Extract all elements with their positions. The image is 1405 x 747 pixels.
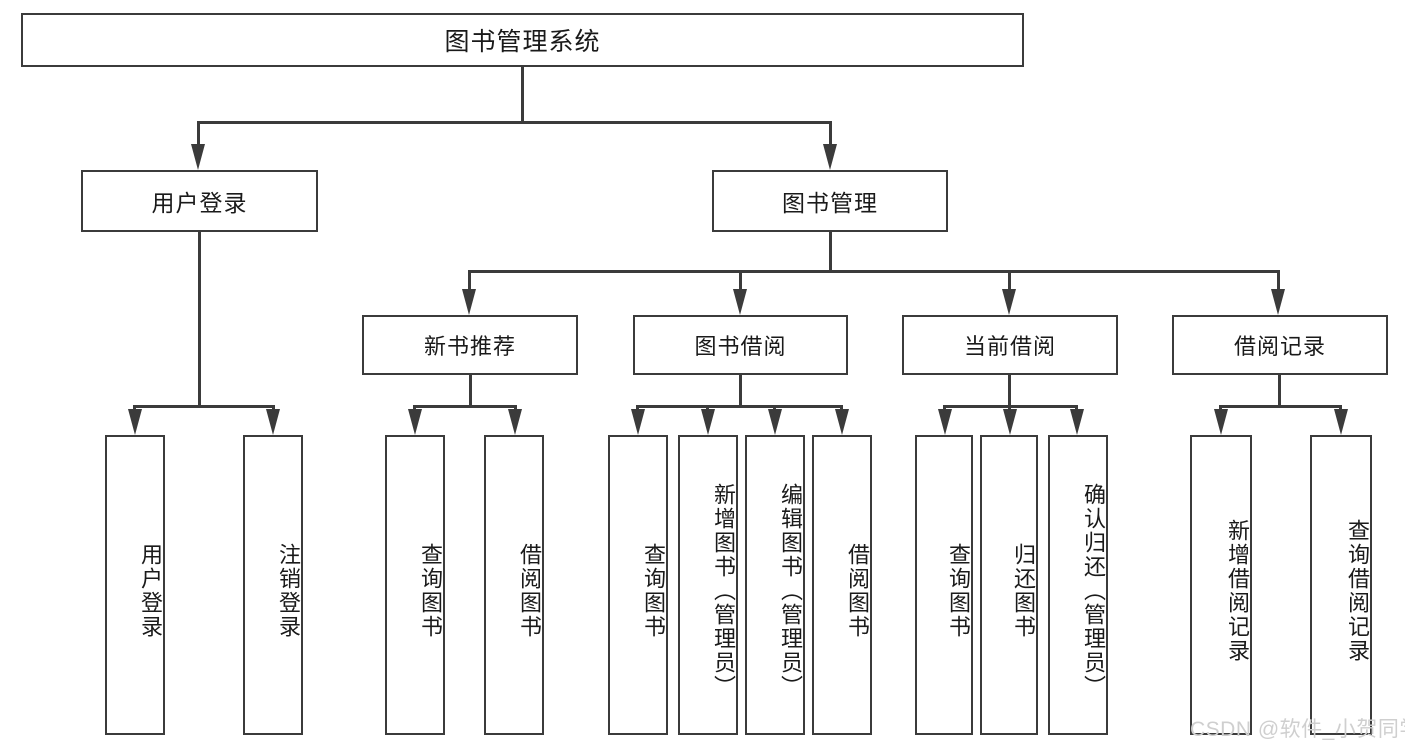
arrow-root-to-book-management bbox=[823, 144, 837, 170]
connector-to-current-borrow bbox=[1008, 270, 1011, 289]
leaf-query-book-current[interactable]: 查询图书 bbox=[915, 435, 973, 735]
connector-to-new-book-recommend bbox=[468, 270, 471, 289]
leaf-add-book-admin[interactable]: 新增图书（管理员） bbox=[678, 435, 738, 735]
arrow-to-leaf-logout bbox=[266, 409, 280, 435]
arrow-to-book-borrow bbox=[733, 289, 747, 315]
connector-root-to-user-login bbox=[197, 121, 200, 144]
connector-user-login-stem bbox=[198, 232, 201, 405]
node-new-book-recommend[interactable]: 新书推荐 bbox=[362, 315, 578, 375]
node-label: 借阅记录 bbox=[1233, 334, 1326, 359]
leaf-edit-book-admin[interactable]: 编辑图书（管理员） bbox=[745, 435, 805, 735]
node-label: 借阅图书 bbox=[845, 543, 870, 639]
connector-bb-branch-4 bbox=[840, 405, 843, 410]
arrow-root-to-user-login bbox=[191, 144, 205, 170]
connector-book-borrow-stem bbox=[739, 375, 742, 405]
connector-user-login-branch-2 bbox=[272, 405, 275, 410]
arrow-to-current-borrow bbox=[1002, 289, 1016, 315]
node-label: 注销登录 bbox=[276, 543, 301, 639]
node-label: 归还图书 bbox=[1011, 543, 1036, 639]
node-current-borrow[interactable]: 当前借阅 bbox=[902, 315, 1118, 375]
node-label: 查询图书 bbox=[946, 543, 971, 639]
leaf-query-book-borrow[interactable]: 查询图书 bbox=[608, 435, 668, 735]
connector-root-to-book-management bbox=[829, 121, 832, 144]
leaf-logout[interactable]: 注销登录 bbox=[243, 435, 303, 735]
connector-borrow-record-bus bbox=[1219, 405, 1342, 408]
node-label: 用户登录 bbox=[151, 190, 248, 216]
connector-bb-branch-3 bbox=[773, 405, 776, 410]
connector-cb-branch-2 bbox=[1008, 405, 1011, 410]
node-label: 当前借阅 bbox=[963, 334, 1056, 359]
connector-cb-branch-3 bbox=[1075, 405, 1078, 410]
node-label: 新增图书（管理员） bbox=[711, 483, 736, 699]
connector-bb-branch-1 bbox=[636, 405, 639, 410]
arrow-to-leaf-query-book-2 bbox=[631, 409, 645, 435]
connector-root-bus bbox=[197, 121, 831, 124]
node-label: 图书管理 bbox=[782, 190, 878, 216]
arrow-to-leaf-return-book bbox=[1003, 409, 1017, 435]
connector-user-login-bus bbox=[133, 405, 275, 408]
connector-bb-branch-2 bbox=[706, 405, 709, 410]
connector-new-book-recommend-stem bbox=[469, 375, 472, 405]
node-label: 用户登录 bbox=[138, 543, 163, 639]
arrow-to-leaf-borrow-book-1 bbox=[508, 409, 522, 435]
arrow-to-leaf-edit-book bbox=[768, 409, 782, 435]
node-label: 查询借阅记录 bbox=[1345, 519, 1370, 663]
leaf-add-borrow-record[interactable]: 新增借阅记录 bbox=[1190, 435, 1252, 735]
arrow-to-leaf-query-book-3 bbox=[938, 409, 952, 435]
connector-book-management-stem bbox=[829, 232, 832, 270]
arrow-to-new-book-recommend bbox=[462, 289, 476, 315]
node-label: 查询图书 bbox=[641, 543, 666, 639]
leaf-borrow-book[interactable]: 借阅图书 bbox=[812, 435, 872, 735]
connector-new-book-recommend-bus bbox=[413, 405, 517, 408]
node-label: 查询图书 bbox=[418, 543, 443, 639]
node-user-login[interactable]: 用户登录 bbox=[81, 170, 318, 232]
arrow-to-leaf-query-borrow-record bbox=[1334, 409, 1348, 435]
connector-book-borrow-bus bbox=[636, 405, 843, 408]
leaf-query-book-recommend[interactable]: 查询图书 bbox=[385, 435, 445, 735]
node-book-management[interactable]: 图书管理 bbox=[712, 170, 948, 232]
leaf-query-borrow-record[interactable]: 查询借阅记录 bbox=[1310, 435, 1372, 735]
node-label: 图书借阅 bbox=[694, 334, 787, 359]
connector-br-branch-1 bbox=[1219, 405, 1222, 410]
connector-nbr-branch-1 bbox=[413, 405, 416, 410]
connector-current-borrow-stem bbox=[1008, 375, 1011, 405]
node-label: 图书管理系统 bbox=[444, 28, 601, 56]
arrow-to-leaf-confirm-return bbox=[1070, 409, 1084, 435]
leaf-confirm-return-admin[interactable]: 确认归还（管理员） bbox=[1048, 435, 1108, 735]
node-label: 确认归还（管理员） bbox=[1081, 483, 1106, 699]
connector-user-login-branch-1 bbox=[133, 405, 136, 410]
leaf-return-book[interactable]: 归还图书 bbox=[980, 435, 1038, 735]
node-book-borrow[interactable]: 图书借阅 bbox=[633, 315, 848, 375]
connector-to-book-borrow bbox=[739, 270, 742, 289]
connector-borrow-record-stem bbox=[1278, 375, 1281, 405]
leaf-borrow-book-recommend[interactable]: 借阅图书 bbox=[484, 435, 544, 735]
arrow-to-leaf-borrow-book-2 bbox=[835, 409, 849, 435]
arrow-to-leaf-add-borrow-record bbox=[1214, 409, 1228, 435]
connector-level3-bus bbox=[468, 270, 1280, 273]
leaf-user-login[interactable]: 用户登录 bbox=[105, 435, 165, 735]
connector-br-branch-2 bbox=[1339, 405, 1342, 410]
connector-to-borrow-record bbox=[1277, 270, 1280, 289]
node-label: 编辑图书（管理员） bbox=[778, 483, 803, 699]
node-label: 借阅图书 bbox=[517, 543, 542, 639]
node-root-book-management-system[interactable]: 图书管理系统 bbox=[21, 13, 1024, 67]
arrow-to-leaf-query-book-1 bbox=[408, 409, 422, 435]
connector-root-stem bbox=[521, 67, 524, 121]
arrow-to-borrow-record bbox=[1271, 289, 1285, 315]
arrow-to-leaf-user-login bbox=[128, 409, 142, 435]
connector-nbr-branch-2 bbox=[514, 405, 517, 410]
node-borrow-record[interactable]: 借阅记录 bbox=[1172, 315, 1388, 375]
arrow-to-leaf-add-book bbox=[701, 409, 715, 435]
connector-cb-branch-1 bbox=[943, 405, 946, 410]
watermark-text: CSDN @软件_小贺同学 bbox=[1190, 718, 1405, 741]
csdn-watermark: CSDN @软件_小贺同学 bbox=[1190, 713, 1405, 743]
node-label: 新增借阅记录 bbox=[1225, 519, 1250, 663]
node-label: 新书推荐 bbox=[423, 334, 516, 359]
